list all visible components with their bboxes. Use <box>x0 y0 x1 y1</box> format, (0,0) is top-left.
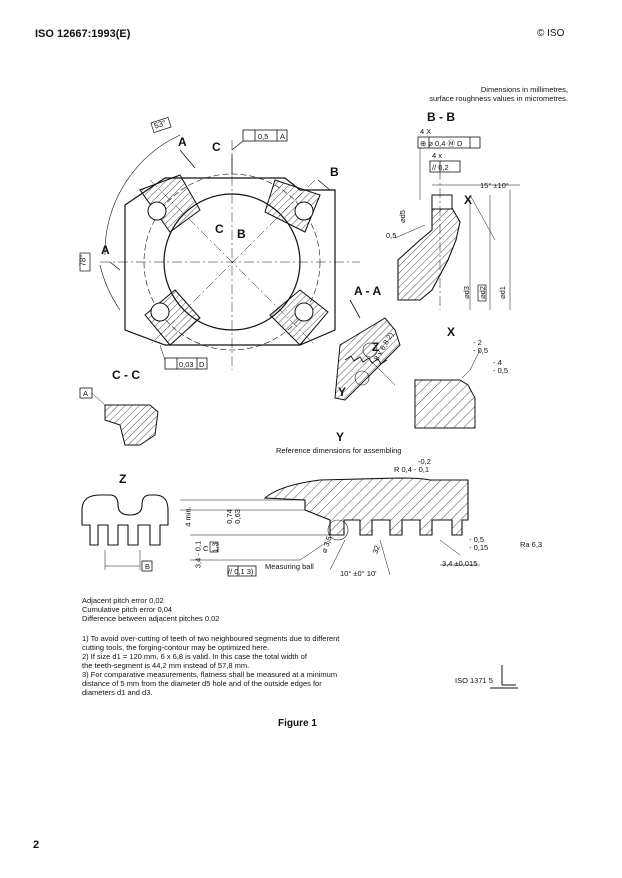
cut-b-centre: B <box>237 227 246 241</box>
iso-13715-symbol <box>490 665 518 689</box>
page-number: 2 <box>33 839 40 851</box>
detail-z-marker: Z <box>372 340 380 354</box>
view-y: Y <box>336 430 345 444</box>
dim-d2: ⌀d2 <box>477 286 487 299</box>
dev-05: - 0,5 <box>469 535 485 544</box>
section-aa <box>334 317 401 401</box>
cc-ref-a: A <box>83 389 89 398</box>
fcf-parallel-ref: A <box>280 132 286 141</box>
dim-34-015: 3,4 ±0,015 <box>442 559 478 568</box>
dim-c: C <box>203 544 209 553</box>
z-ref-b: B <box>145 562 151 571</box>
fcf-parallel-value: 0,5 <box>258 132 269 141</box>
fcf-par-01: // 0,1 3) <box>228 567 254 576</box>
pitch-errors: Adjacent pitch error 0,02 Cumulative pit… <box>82 596 220 623</box>
roughness-ra: Ra 6,3 <box>520 540 543 549</box>
pos-4x: 4 X <box>420 127 432 136</box>
fcf-flatness <box>164 357 208 370</box>
angle-53-box <box>150 117 172 133</box>
iso-reference: ISO 1371 5 <box>455 676 493 685</box>
section-bb <box>394 136 520 310</box>
cut-a-top: A <box>178 135 187 149</box>
angle-15: 15° ±10° <box>480 181 509 190</box>
pos-tolerance: ⊕ ⌀ 0,4 Ⓜ D <box>420 139 463 148</box>
detail-y-marker: Y <box>338 385 347 399</box>
x-dev-2: - 0,5 <box>473 346 489 355</box>
dim-d3: ⌀d3 <box>461 286 471 299</box>
view-x: X <box>447 325 456 339</box>
dim-d5: ⌀d5 <box>397 210 407 223</box>
y-reference-note: Reference dimensions for assembling <box>276 446 402 455</box>
cut-b-right: B <box>330 165 339 179</box>
detail-x-marker: X <box>464 193 473 207</box>
figure-caption: Figure 1 <box>278 718 317 729</box>
roughness-05: 0,5 <box>386 231 397 240</box>
x-dev-4: - 0,5 <box>493 366 509 375</box>
dim-063: 0,63 <box>232 509 242 524</box>
measuring-ball: Measuring ball <box>265 562 314 571</box>
detail-x <box>414 349 481 429</box>
detail-z <box>81 494 169 572</box>
dim-34: 3,4 - 0,1 <box>193 540 203 569</box>
units-note: Dimensions in millimetres, surface rough… <box>429 85 568 103</box>
cut-c-top: C <box>212 140 221 154</box>
y-radius-tol: -0,2 <box>418 457 431 466</box>
footnotes: 1) To avoid over-cutting of teeth of two… <box>82 634 340 697</box>
copyright: © ISO <box>537 28 565 39</box>
fcf-flatness-value: 0,03 <box>179 360 194 369</box>
dim-4min: 4 min. <box>183 506 193 527</box>
angle-78: 78° <box>78 254 88 267</box>
dim-d1: ⌀d1 <box>497 286 507 299</box>
x-dev-3: - 4 <box>493 358 502 367</box>
dev-015: - 0,15 <box>469 543 489 552</box>
fcf-parallel <box>231 129 288 151</box>
cut-a-left: A <box>101 243 110 257</box>
par-4x: 4 x <box>432 151 443 160</box>
x-dev-1: - 2 <box>473 338 482 347</box>
angle-78-box <box>79 252 91 272</box>
view-aa: A - A <box>354 284 382 298</box>
standard-id: ISO 12667:1993(E) <box>35 28 131 40</box>
cut-c-centre: C <box>215 222 224 236</box>
y-radius: R 0,4 - 0,1 <box>394 465 430 474</box>
angle-10: 10° ±0° 10' <box>340 569 377 578</box>
plan-view <box>99 134 361 370</box>
detail-y <box>180 477 480 577</box>
fcf-flatness-ref: D <box>199 360 205 369</box>
par-tolerance: // 0,2 <box>432 163 449 172</box>
section-cc <box>79 387 159 446</box>
view-bb: B - B <box>427 110 455 124</box>
view-cc: C - C <box>112 368 140 382</box>
dim-13: 1,3 <box>210 542 220 553</box>
view-z: Z <box>119 472 127 486</box>
